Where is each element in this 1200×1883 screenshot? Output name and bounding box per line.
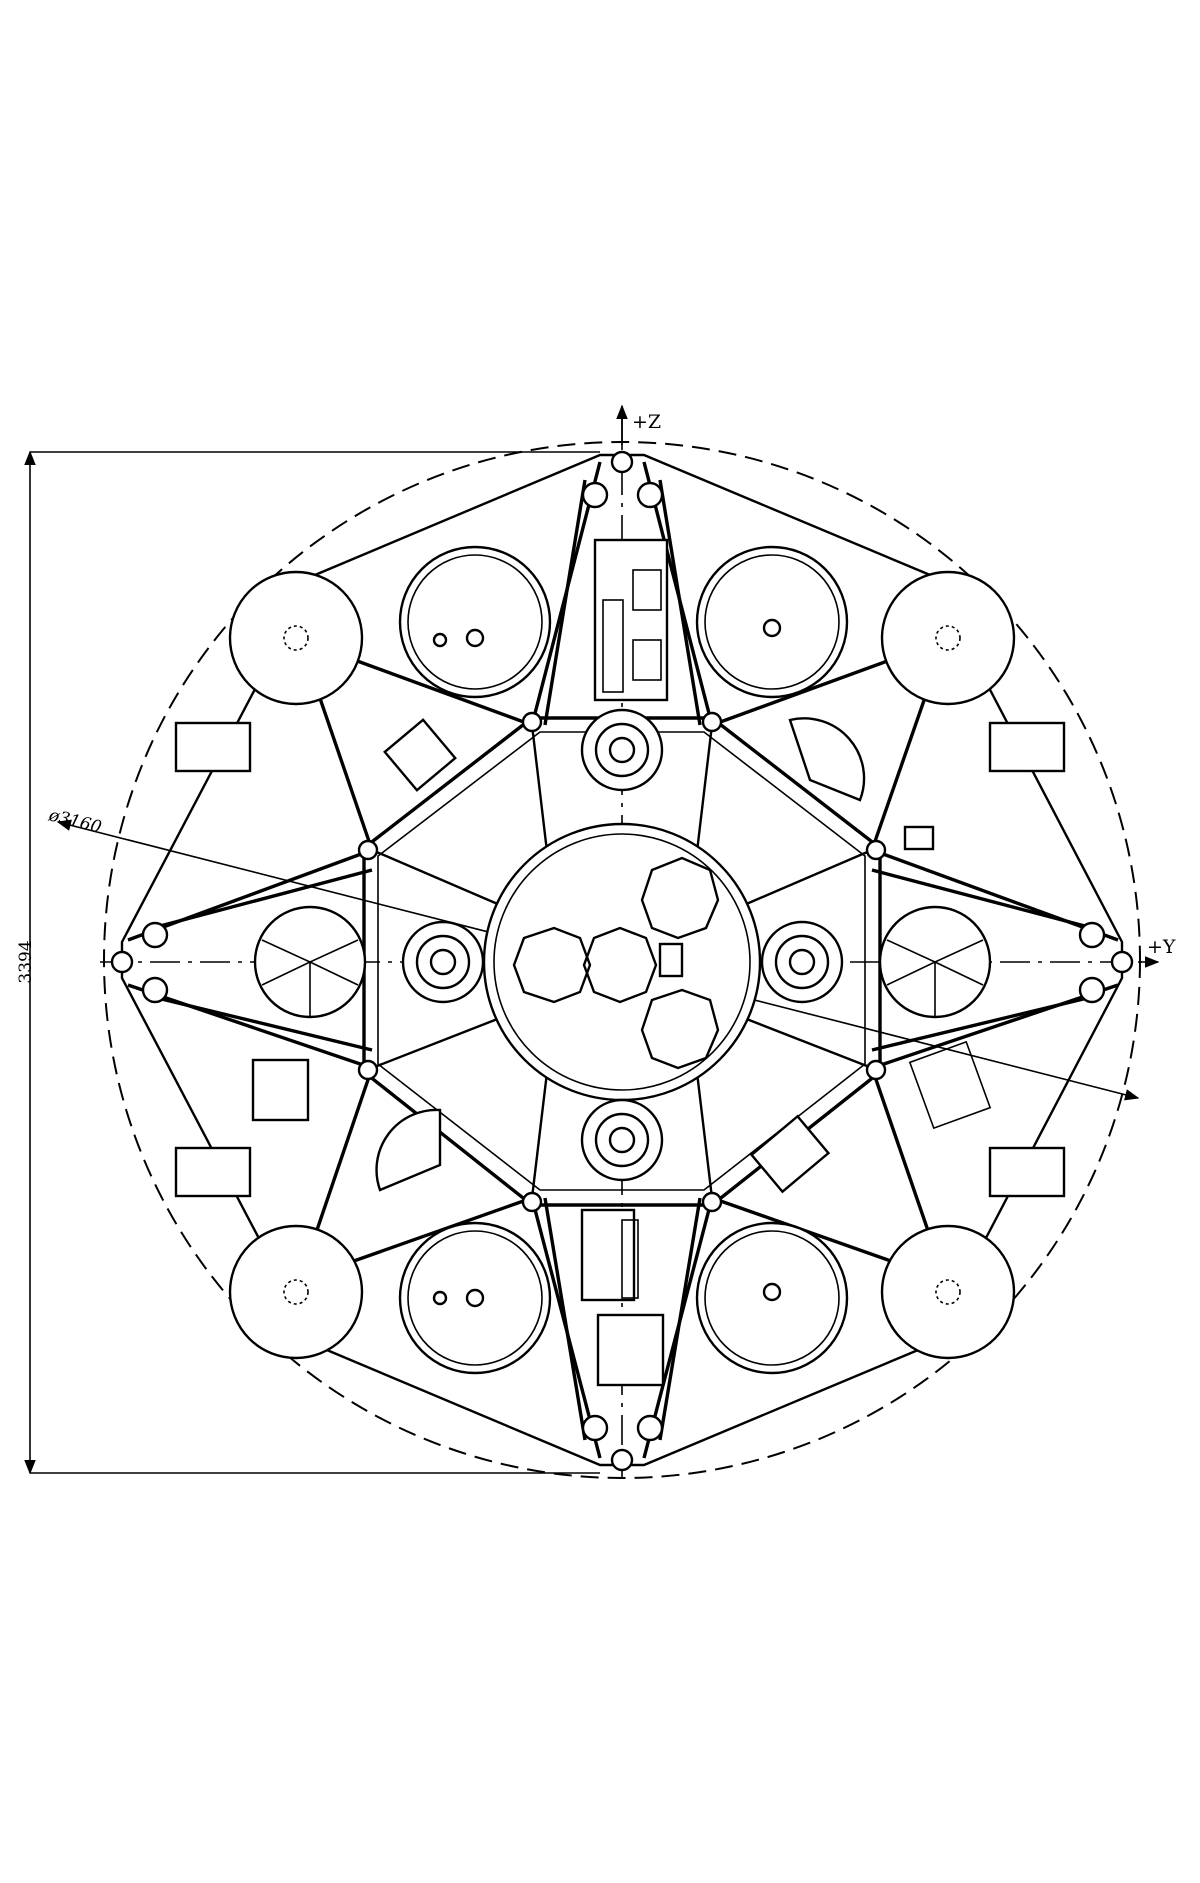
tank-upper-left — [228, 570, 364, 706]
radial-spokes — [371, 724, 873, 1199]
hardpoint-fittings — [110, 450, 1134, 1472]
inner-octagon-inner — [377, 731, 866, 1191]
tank-upper-right — [880, 570, 1016, 706]
tank-top-left — [398, 545, 552, 699]
tank-upper-right-partial — [788, 717, 866, 802]
central-hatch-middle — [582, 926, 658, 1004]
y-axis-label: +Y — [1147, 936, 1176, 958]
diameter-label: ø3160 — [46, 805, 104, 838]
thruster-right — [760, 920, 844, 1004]
central-hatch-top — [640, 856, 720, 940]
thruster-left — [401, 920, 485, 1004]
height-dimension — [24, 450, 600, 1475]
tank-lower-right — [880, 1224, 1016, 1360]
central-hatch-bottom — [640, 988, 720, 1070]
central-connector-block — [658, 942, 684, 978]
thruster-top — [580, 708, 664, 792]
equipment-modules — [174, 538, 1066, 1387]
tank-lower-left — [228, 1224, 364, 1360]
thruster-bottom — [580, 1098, 664, 1182]
z-axis-label: +Z — [632, 411, 661, 433]
tank-bottom-left — [398, 1221, 552, 1375]
tank-lower-left-partial — [375, 1108, 442, 1192]
tank-right — [878, 905, 992, 1019]
height-dimension-label: 3394 — [16, 940, 36, 983]
central-hatch-left — [512, 926, 592, 1004]
tank-left — [253, 905, 367, 1019]
tank-top-right — [695, 545, 849, 699]
tank-bottom-right — [695, 1221, 849, 1375]
central-disc — [482, 822, 762, 1102]
central-disc-inner — [493, 833, 751, 1091]
